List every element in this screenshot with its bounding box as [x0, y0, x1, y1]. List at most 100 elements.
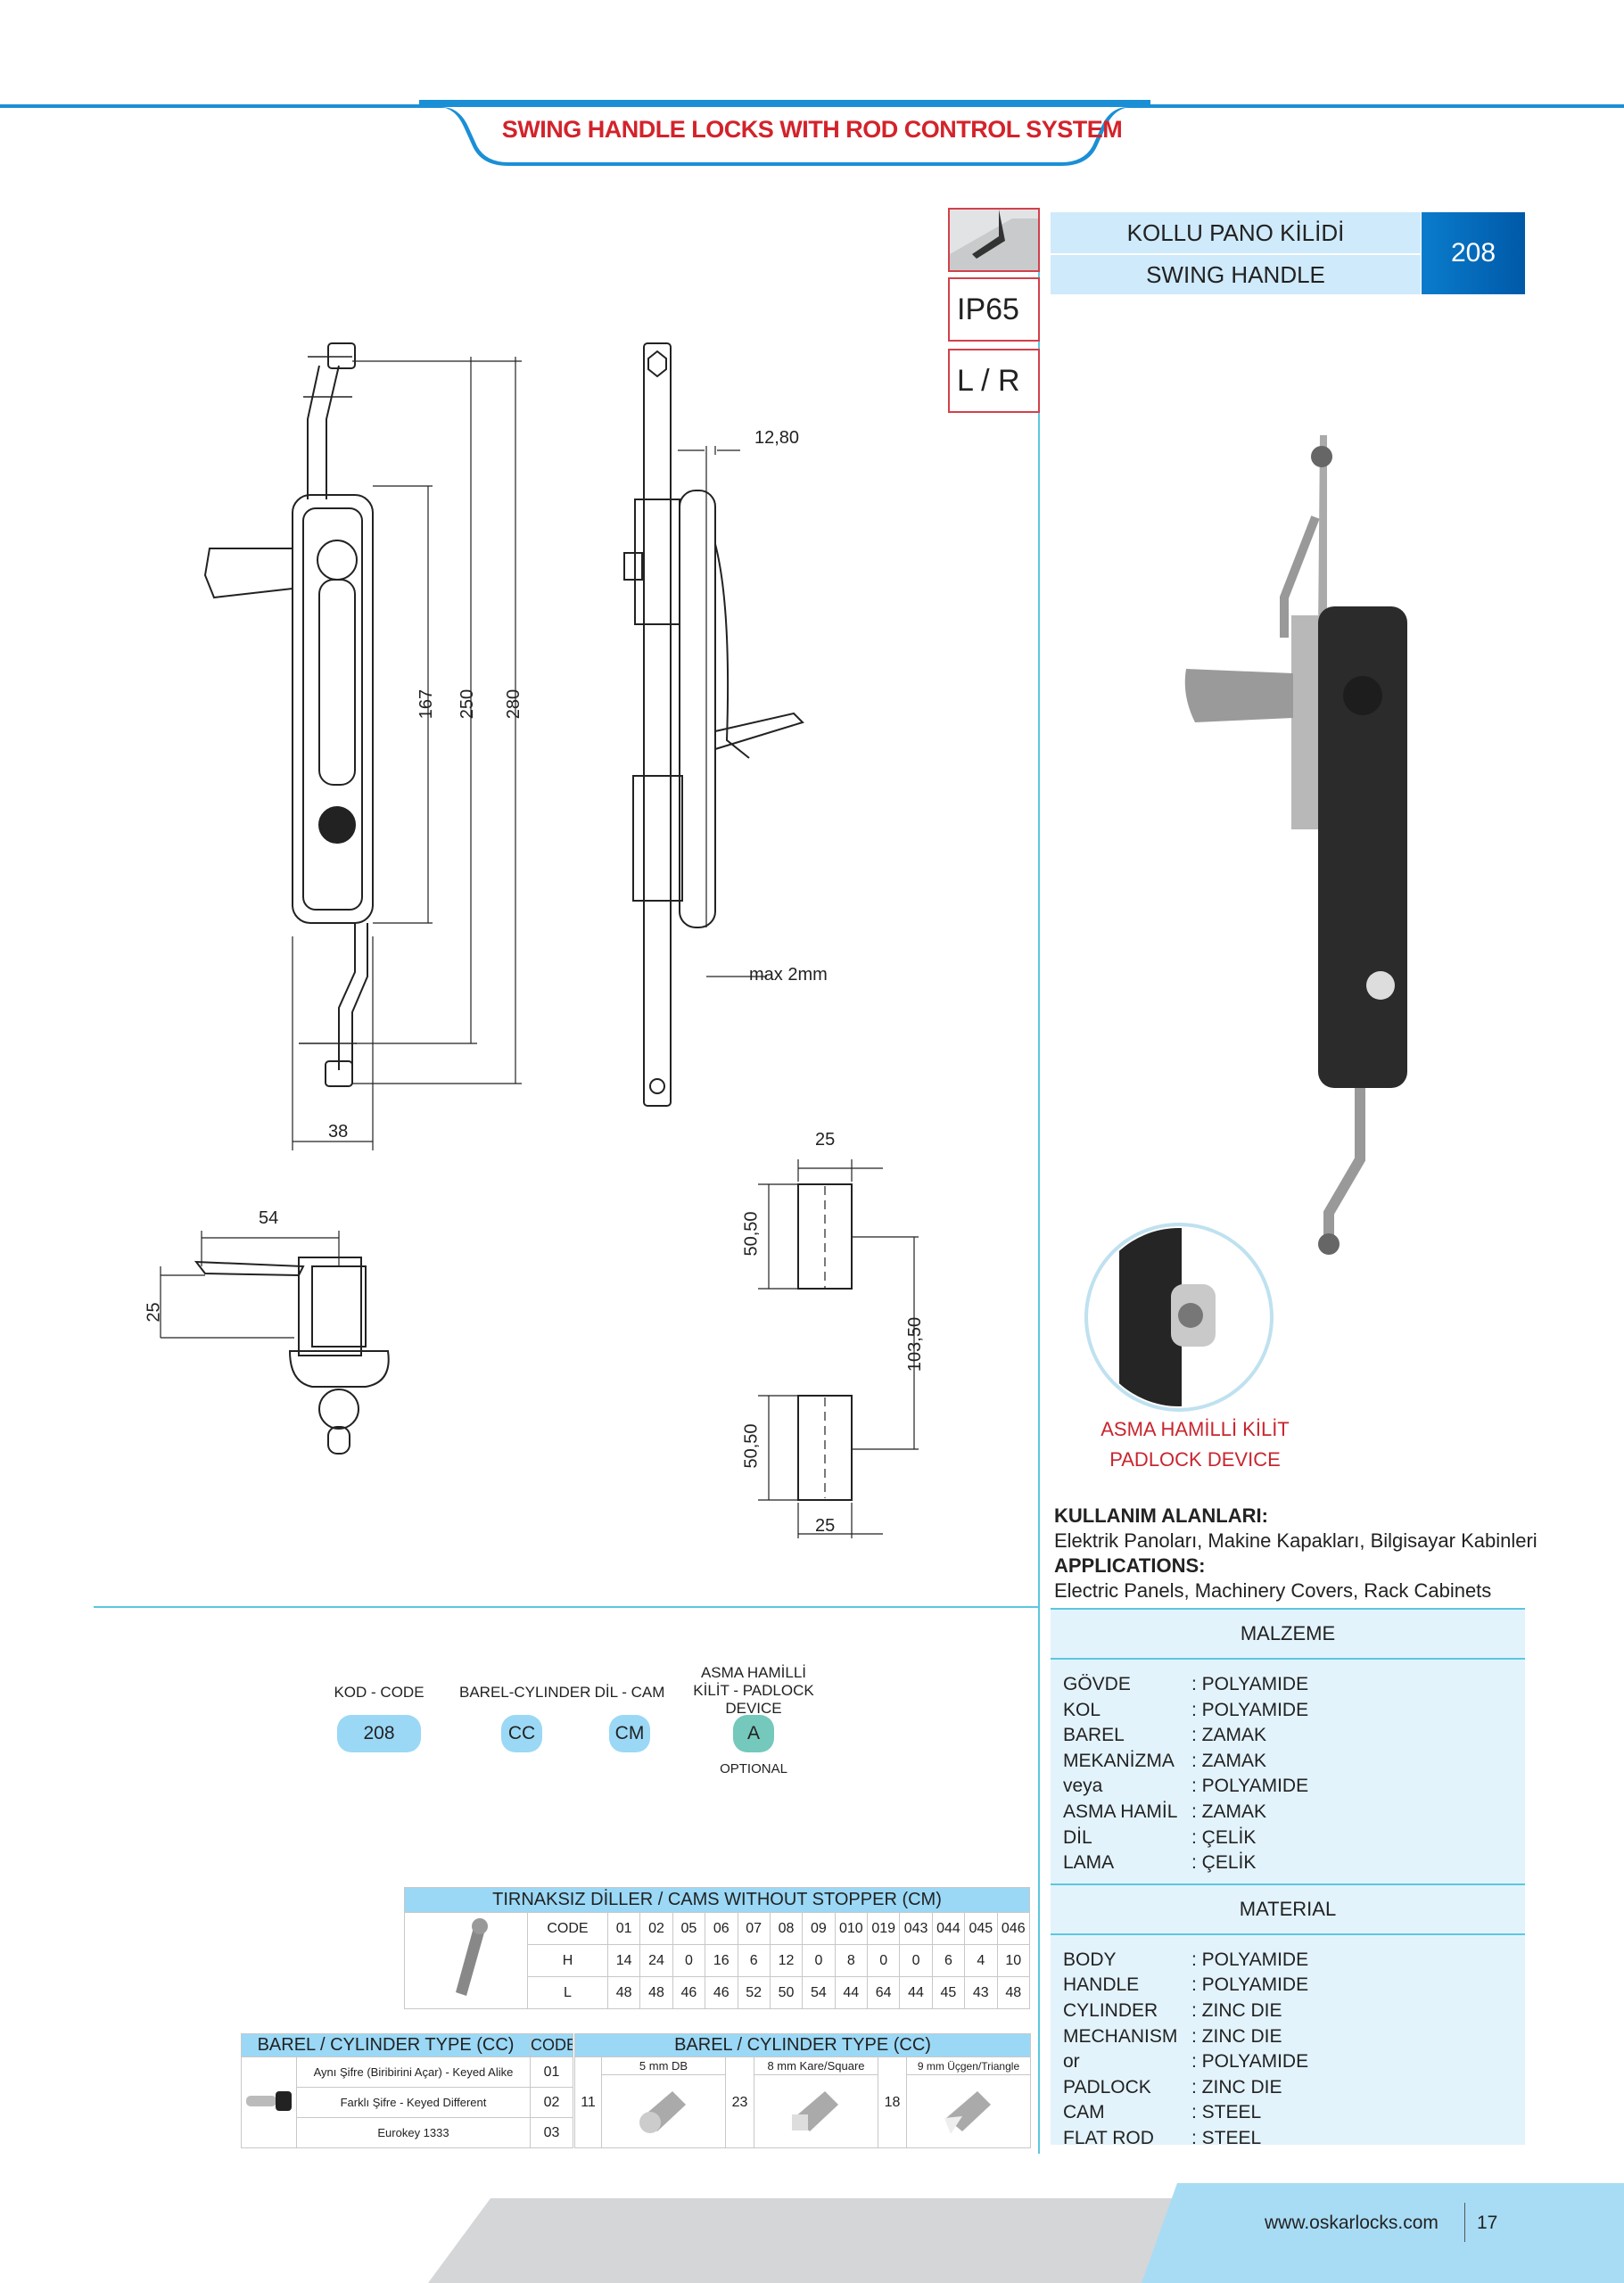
material-row: BAREL : ZAMAK: [1063, 1723, 1525, 1749]
website-link[interactable]: www.oskarlocks.com: [1265, 2213, 1439, 2233]
material-title: MATERIAL: [1051, 1883, 1525, 1935]
padlock-caption-en: PADLOCK DEVICE: [1109, 1448, 1281, 1471]
padlock-caption-tr: ASMA HAMİLLİ KİLİT: [1101, 1418, 1290, 1440]
name-en: SWING HANDLE: [1051, 253, 1421, 294]
cam-l-cell: 48: [606, 1976, 641, 2009]
material-value: : ÇELİK: [1191, 1826, 1257, 1848]
cam-h-cell: 0: [899, 1944, 933, 1977]
applications-text-en: Electric Panels, Machinery Covers, Rack …: [1054, 1579, 1492, 1602]
front-view-drawing: [203, 342, 522, 1150]
type-label: 5 mm DB: [601, 2056, 726, 2075]
material-row: LAMA: ÇELİK: [1063, 1850, 1525, 1876]
code-row-label: CODE: [527, 1912, 608, 1945]
material-part: or: [1063, 2051, 1080, 2073]
cam-h-cell: 0: [802, 1944, 836, 1977]
cylinder-keyed-alike: Aynı Şifre (Biribirini Açar) - Keyed Ali…: [296, 2056, 531, 2088]
material-row: KOL: POLYAMIDE: [1063, 1698, 1525, 1724]
product-photo: [1184, 435, 1407, 1255]
type-code: 23: [725, 2056, 754, 2148]
cam-codes-cell: 09: [802, 1912, 836, 1945]
material-row: DİL : ÇELİK: [1063, 1826, 1525, 1851]
padlock-detail-image: [1084, 1223, 1274, 1412]
material-part: PADLOCK: [1063, 2076, 1151, 2098]
material-part: CAM: [1063, 2102, 1105, 2123]
dim-12-80: 12,80: [754, 428, 800, 448]
material-value: : POLYAMIDE: [1191, 1974, 1309, 1996]
cylinder-eurokey: Eurokey 1333: [296, 2117, 531, 2148]
material-value: : STEEL: [1191, 2127, 1262, 2148]
material-row: GÖVDE: POLYAMIDE: [1063, 1672, 1525, 1698]
type-code: 11: [574, 2056, 602, 2148]
material-value: : POLYAMIDE: [1191, 1674, 1309, 1694]
cylinder-keyed-different: Farklı Şifre - Keyed Different: [296, 2087, 531, 2118]
cam-l-cell: 50: [769, 1976, 804, 2009]
cam-h-cell: 8: [834, 1944, 869, 1977]
applications-text-tr: Elektrik Panoları, Makine Kapakları, Bil…: [1054, 1529, 1537, 1552]
divider: [1464, 2203, 1465, 2242]
cam-codes-cell: 044: [931, 1912, 966, 1945]
type-label: 9 mm Üçgen/Triangle: [906, 2056, 1031, 2075]
cylinder-code: 03: [530, 2117, 573, 2148]
dim-38: 38: [328, 1122, 349, 1142]
cam-codes-cell: 01: [606, 1912, 641, 1945]
material-row: PADLOCK: ZINC DIE: [1063, 2075, 1525, 2101]
material-row: veya: POLYAMIDE: [1063, 1774, 1525, 1800]
material-value: : ZAMAK: [1191, 1725, 1267, 1746]
material-row: BODY: POLYAMIDE: [1063, 1948, 1525, 1974]
material-row: MEKANİZMA: ZAMAK: [1063, 1749, 1525, 1775]
key-image: [241, 2056, 297, 2148]
material-row: or : POLYAMIDE: [1063, 2049, 1525, 2075]
material-part: LAMA: [1063, 1852, 1115, 1874]
page-title: SWING HANDLE LOCKS WITH ROD CONTROL SYST…: [501, 116, 1123, 143]
cylinder-code: 02: [530, 2087, 573, 2118]
material-part: HANDLE: [1063, 1974, 1140, 1996]
cylinder-code-header: CODE: [530, 2033, 573, 2057]
cam-pill: CM: [609, 1715, 650, 1752]
cam-h-cell: 6: [931, 1944, 966, 1977]
padlock-label: ASMA HAMİLLİ KİLİT - PADLOCK DEVICE: [693, 1664, 814, 1717]
cam-h-cell: 0: [866, 1944, 901, 1977]
dim-54: 54: [259, 1208, 279, 1228]
material-row: HANDLE : POLYAMIDE: [1063, 1973, 1525, 1999]
name-tr: KOLLU PANO KİLİDİ: [1126, 218, 1345, 246]
cam-l-cell: 46: [672, 1976, 706, 2009]
divider: [1038, 210, 1040, 2154]
cam-l-cell: 52: [737, 1976, 771, 2009]
material-part: BAREL: [1063, 1725, 1125, 1746]
cam-l-cell: 43: [964, 1976, 998, 2009]
footer-band-blue: [1142, 2183, 1624, 2283]
applications-title-en: APPLICATIONS:: [1054, 1554, 1206, 1577]
cam-h-cell: 10: [996, 1944, 1030, 1977]
material-part: FLAT ROD: [1063, 2127, 1154, 2148]
cylinder-9mm-triangle-image: [906, 2074, 1031, 2148]
top-view-drawing: [160, 1231, 390, 1455]
material-row: ASMA HAMİL: ZAMAK: [1063, 1800, 1525, 1826]
optional-label: OPTIONAL: [720, 1761, 787, 1776]
material-part: BODY: [1063, 1949, 1117, 1970]
material-part: veya: [1063, 1776, 1103, 1797]
left-right-badge: L / R: [948, 349, 1040, 413]
type-label: 8 mm Kare/Square: [754, 2056, 878, 2075]
material-value: : ZINC DIE: [1191, 2025, 1282, 2047]
dim-25-bottom: 25: [815, 1516, 836, 1536]
dim-167: 167: [416, 688, 437, 720]
material-part: DİL: [1063, 1826, 1092, 1848]
cylinder-title: BAREL / CYLINDER TYPE (CC): [241, 2033, 531, 2057]
dim-250: 250: [458, 688, 478, 720]
product-code: 208: [1422, 212, 1525, 294]
cam-codes-cell: 05: [672, 1912, 706, 1945]
type-code: 18: [878, 2056, 907, 2148]
cylinder-5mm-db-image: [601, 2074, 726, 2148]
cam-codes-cell: 08: [769, 1912, 804, 1945]
cam-l-cell: 64: [866, 1976, 901, 2009]
material-value: : POLYAMIDE: [1191, 2051, 1309, 2073]
dim-25-side: 25: [144, 1302, 164, 1323]
cam-codes-cell: 06: [705, 1912, 738, 1945]
cam-codes-cell: 07: [737, 1912, 771, 1945]
malzeme-title: MALZEME: [1051, 1608, 1525, 1660]
cam-codes-cell: 019: [866, 1912, 901, 1945]
cam-image: [404, 1912, 528, 2009]
dim-103-50: 103,50: [905, 1316, 926, 1372]
